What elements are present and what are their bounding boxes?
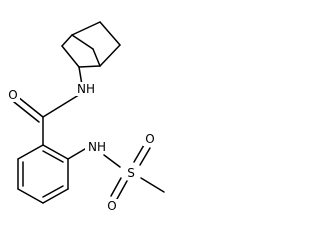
bond: [42, 188, 69, 204]
sulfonyl-oxygen-bottom-label: O: [107, 199, 116, 213]
bond: [71, 21, 101, 36]
bond: [42, 144, 69, 160]
bond: [99, 21, 121, 46]
sulfur-label: S: [127, 166, 135, 180]
structure-diagram: O NH NH S O O: [8, 21, 165, 213]
bond: [42, 150, 64, 163]
bond: [17, 96, 44, 118]
sulfonamide-nitrogen-label: NH: [88, 140, 106, 154]
bond: [139, 147, 151, 166]
bond: [103, 154, 121, 168]
amide-group: [13, 92, 83, 146]
bond: [116, 180, 128, 200]
bond: [17, 144, 44, 160]
bond: [61, 34, 73, 47]
bond: [140, 177, 165, 193]
bond: [110, 177, 122, 197]
bond: [42, 92, 83, 118]
bond: [99, 44, 121, 67]
bond: [61, 45, 80, 68]
bond: [13, 101, 40, 123]
amide-nitrogen-label: NH: [77, 82, 95, 96]
bond: [78, 65, 101, 68]
bond: [17, 188, 44, 204]
norbornane-cage: [61, 21, 121, 86]
bond: [133, 144, 145, 163]
benzene-ring: [17, 144, 69, 204]
bond: [42, 185, 64, 198]
carbonyl-oxygen-label: O: [8, 88, 17, 102]
sulfonyl-oxygen-top-label: O: [145, 132, 154, 146]
sulfonamide-group: [67, 144, 165, 200]
bond: [71, 34, 94, 50]
bond: [92, 48, 101, 67]
